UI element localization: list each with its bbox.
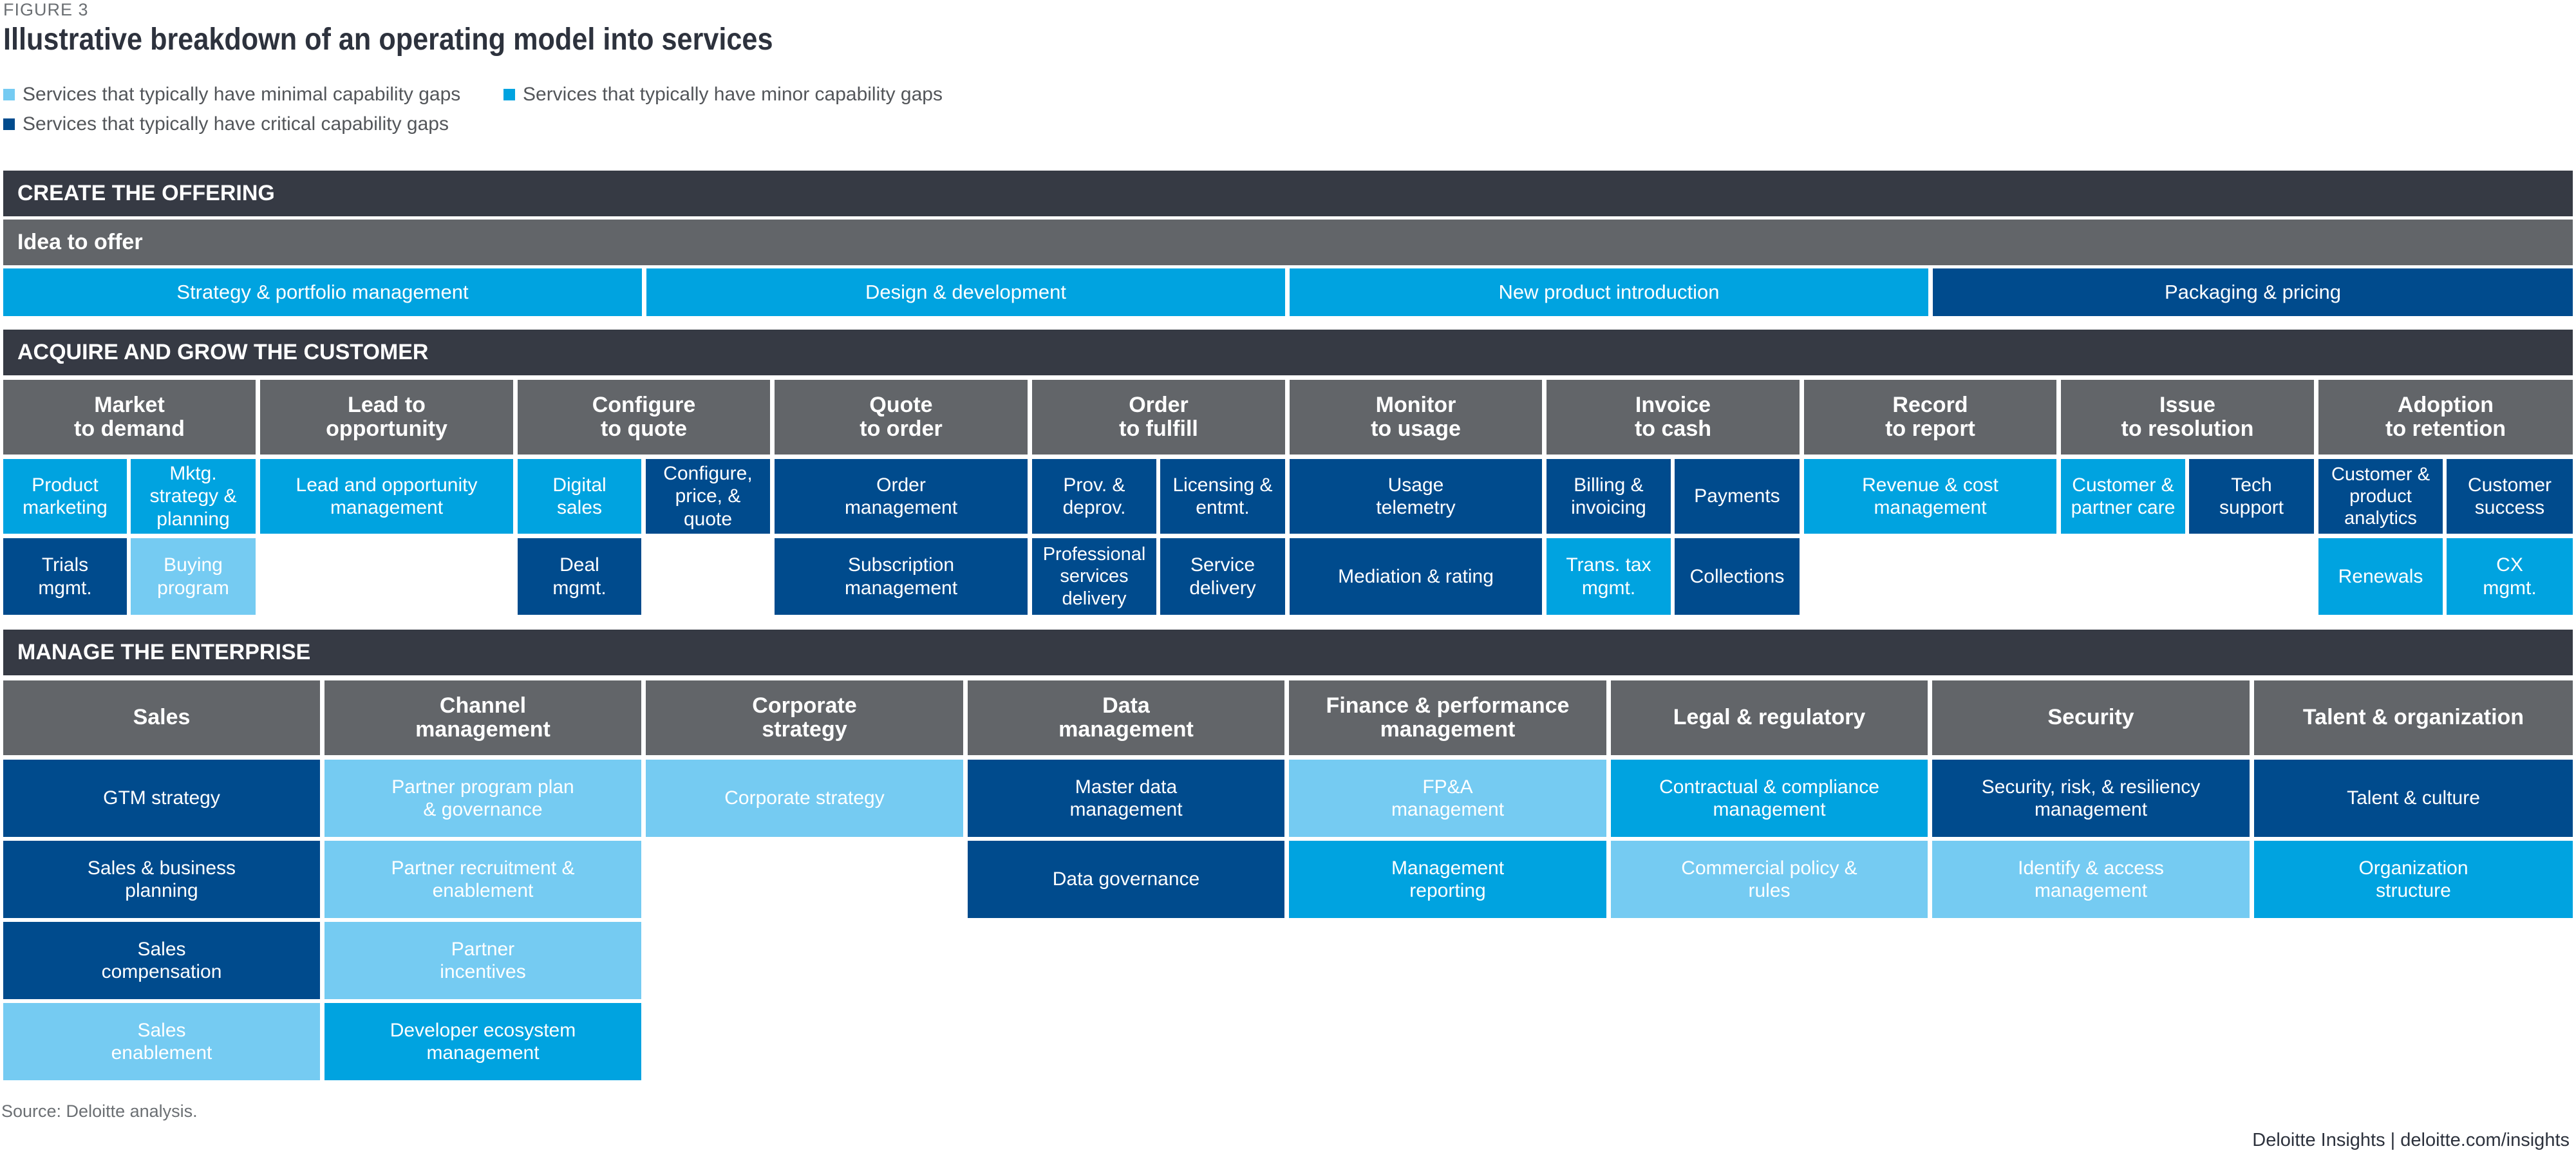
service-developer-ecosystem: Developer ecosystem management: [324, 1003, 641, 1080]
service-data-governance: Data governance: [968, 841, 1284, 918]
service-partner-recruitment: Partner recruitment & enablement: [324, 841, 641, 918]
service-strategy-portfolio: Strategy & portfolio management: [3, 268, 642, 316]
function-header-channel-management: Channel management: [324, 680, 641, 755]
service-partner-incentives: Partner incentives: [324, 922, 641, 999]
service-design-development: Design & development: [646, 268, 1285, 316]
service-sales-business-planning: Sales & business planning: [3, 841, 320, 918]
service-configure-price-quote: Configure, price, & quote: [646, 459, 770, 534]
process-header-configure-to-quote: Configure to quote: [518, 380, 770, 455]
function-header-security: Security: [1932, 680, 2250, 755]
service-fpa-management: FP&A management: [1289, 760, 1606, 837]
service-organization-structure: Organization structure: [2254, 841, 2573, 918]
process-header-monitor-to-usage: Monitor to usage: [1290, 380, 1542, 455]
service-talent-culture: Talent & culture: [2254, 760, 2573, 837]
service-customer-success: Customer success: [2447, 459, 2573, 534]
process-header-order-to-fulfill: Order to fulfill: [1032, 380, 1285, 455]
service-trans-tax-mgmt: Trans. tax mgmt.: [1547, 538, 1671, 615]
service-contractual-compliance: Contractual & compliance management: [1611, 760, 1928, 837]
service-order-management: Order management: [775, 459, 1028, 534]
service-mediation-rating: Mediation & rating: [1290, 538, 1542, 615]
service-corporate-strategy: Corporate strategy: [646, 760, 963, 837]
service-mktg-strategy-planning: Mktg. strategy & planning: [131, 459, 256, 534]
process-header-market-to-demand: Market to demand: [3, 380, 256, 455]
service-digital-sales: Digital sales: [518, 459, 641, 534]
publisher-credit: Deloitte Insights | deloitte.com/insight…: [2252, 1130, 2570, 1150]
service-identify-access: Identify & access management: [1932, 841, 2250, 918]
service-product-marketing: Product marketing: [3, 459, 127, 534]
legend-item-minimal: Services that typically have minimal cap…: [3, 84, 460, 106]
service-management-reporting: Management reporting: [1289, 841, 1606, 918]
service-commercial-policy: Commercial policy & rules: [1611, 841, 1928, 918]
service-partner-program-plan: Partner program plan & governance: [324, 760, 641, 837]
service-lead-opportunity-management: Lead and opportunity management: [260, 459, 513, 534]
service-buying-program: Buying program: [131, 538, 256, 615]
service-packaging-pricing: Packaging & pricing: [1933, 268, 2573, 316]
legend-label-critical: Services that typically have critical ca…: [23, 113, 449, 135]
service-sales-compensation: Sales compensation: [3, 922, 320, 999]
service-prov-deprov: Prov. & deprov.: [1032, 459, 1156, 534]
legend-swatch-minor: [503, 89, 515, 100]
idea-to-offer-header: Idea to offer: [3, 220, 2573, 265]
service-cx-mgmt: CX mgmt.: [2447, 538, 2573, 615]
service-revenue-cost-management: Revenue & cost management: [1804, 459, 2056, 534]
service-service-delivery: Service delivery: [1160, 538, 1285, 615]
service-customer-partner-care: Customer & partner care: [2061, 459, 2185, 534]
source-note: Source: Deloitte analysis.: [1, 1101, 198, 1121]
service-customer-product-analytics: Customer & product analytics: [2318, 459, 2443, 534]
function-header-sales: Sales: [3, 680, 320, 755]
legend-swatch-minimal: [3, 89, 15, 100]
function-header-talent-organization: Talent & organization: [2254, 680, 2573, 755]
service-renewals: Renewals: [2318, 538, 2443, 615]
service-subscription-management: Subscription management: [775, 538, 1028, 615]
service-deal-mgmt: Deal mgmt.: [518, 538, 641, 615]
function-header-finance-performance: Finance & performance management: [1289, 680, 1606, 755]
service-tech-support: Tech support: [2189, 459, 2314, 534]
legend-label-minimal: Services that typically have minimal cap…: [23, 84, 461, 105]
service-gtm-strategy: GTM strategy: [3, 760, 320, 837]
service-payments: Payments: [1675, 459, 1800, 534]
service-collections: Collections: [1675, 538, 1800, 615]
process-header-invoice-to-cash: Invoice to cash: [1547, 380, 1800, 455]
figure-title: Illustrative breakdown of an operating m…: [3, 23, 773, 57]
process-header-quote-to-order: Quote to order: [775, 380, 1028, 455]
process-header-issue-to-resolution: Issue to resolution: [2061, 380, 2314, 455]
service-professional-services-delivery: Professional services delivery: [1032, 538, 1156, 615]
service-billing-invoicing: Billing & invoicing: [1547, 459, 1671, 534]
service-new-product-introduction: New product introduction: [1290, 268, 1928, 316]
service-trials-mgmt: Trials mgmt.: [3, 538, 127, 615]
process-header-adoption-to-retention: Adoption to retention: [2318, 380, 2573, 455]
process-header-lead-to-opportunity: Lead to opportunity: [260, 380, 513, 455]
service-usage-telemetry: Usage telemetry: [1290, 459, 1542, 534]
legend-swatch-critical: [3, 118, 15, 130]
service-security-risk-resiliency: Security, risk, & resiliency management: [1932, 760, 2250, 837]
function-header-data-management: Data management: [968, 680, 1284, 755]
legend-item-critical: Services that typically have critical ca…: [3, 113, 449, 135]
service-master-data-management: Master data management: [968, 760, 1284, 837]
function-header-legal-regulatory: Legal & regulatory: [1611, 680, 1928, 755]
section-create-header: CREATE THE OFFERING: [3, 171, 2573, 216]
figure-label: FIGURE 3: [3, 0, 89, 19]
process-header-record-to-report: Record to report: [1804, 380, 2056, 455]
service-sales-enablement: Sales enablement: [3, 1003, 320, 1080]
section-manage-header: MANAGE THE ENTERPRISE: [3, 630, 2573, 675]
section-acquire-header: ACQUIRE AND GROW THE CUSTOMER: [3, 330, 2573, 375]
legend-label-minor: Services that typically have minor capab…: [523, 84, 943, 105]
legend-item-minor: Services that typically have minor capab…: [503, 84, 943, 106]
function-header-corporate-strategy: Corporate strategy: [646, 680, 963, 755]
service-licensing-entmt: Licensing & entmt.: [1160, 459, 1285, 534]
